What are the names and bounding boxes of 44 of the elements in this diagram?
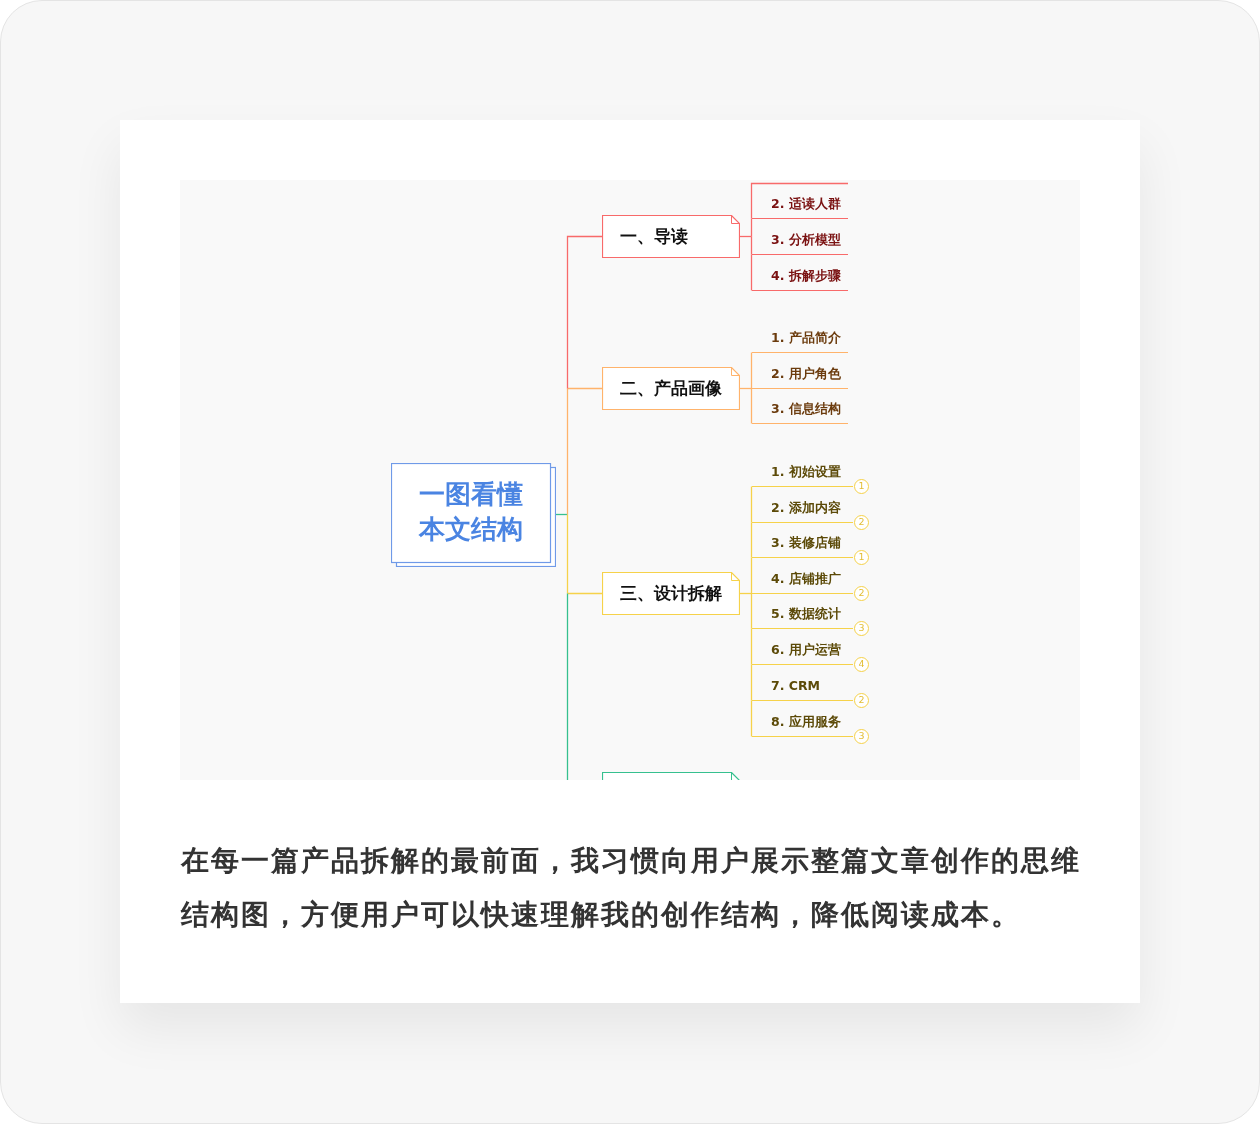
connector-line xyxy=(750,521,753,559)
connector-line xyxy=(750,485,753,524)
caption-text: 在每一篇产品拆解的最前面，我习惯向用户展示整篇文章创作的思维结构图，方便用户可以快速理解我的创作结构，降低阅读成本。 xyxy=(181,843,1082,933)
circled-number: 3 xyxy=(854,621,869,636)
connector-line xyxy=(750,663,753,702)
connector-line xyxy=(566,387,569,516)
subtopic-item: 2. 用户角色 xyxy=(752,354,848,389)
subtopic-item: 1. 初始设置 xyxy=(752,452,853,487)
subtopic-item: 3. 分析模型 xyxy=(752,220,848,255)
subtopic-item: 6. 用户运营 xyxy=(752,630,853,665)
circled-number: 2 xyxy=(854,515,869,530)
subtopic-item: 5. 数据统计 xyxy=(752,594,853,629)
circled-number: 4 xyxy=(854,657,869,672)
subtopic-item: 7. CRM xyxy=(752,666,853,701)
connector-line xyxy=(750,699,753,738)
connector-line xyxy=(750,627,753,666)
subtopic-item: 3. 信息结构 xyxy=(752,389,848,424)
connector-line xyxy=(566,387,603,390)
connector-line xyxy=(750,351,753,390)
circled-number: 1 xyxy=(854,479,869,494)
connector-line xyxy=(750,592,753,630)
connector-line xyxy=(566,235,603,390)
circled-number: 1 xyxy=(854,550,869,565)
subtopic-item: 3. 装修店铺 xyxy=(752,523,853,558)
subtopic-item: 2. 添加内容 xyxy=(752,488,853,523)
connector-line xyxy=(750,556,753,595)
topic-box: 一、导读 xyxy=(602,215,740,258)
connector-line xyxy=(750,387,753,425)
subtopic-item: 1. 产品简介 xyxy=(752,318,848,353)
connector-line xyxy=(750,253,753,292)
connector-line xyxy=(566,592,603,595)
topic-box: 三、设计拆解 xyxy=(602,572,740,615)
connector-line xyxy=(750,235,753,256)
topic-box: 二、产品画像 xyxy=(602,367,740,410)
circled-number: 3 xyxy=(854,729,869,744)
subtopic-item: 8. 应用服务 xyxy=(752,702,853,737)
subtopic-item: 4. 店铺推广 xyxy=(752,559,853,594)
topic-box xyxy=(602,772,740,780)
connector-line xyxy=(566,513,569,595)
circled-number: 2 xyxy=(854,693,869,708)
circled-number: 2 xyxy=(854,586,869,601)
subtopic-item: 4. 拆解步骤 xyxy=(752,256,848,291)
connector-line xyxy=(750,217,753,238)
subtopic-item: 2. 适读人群 xyxy=(752,184,848,219)
